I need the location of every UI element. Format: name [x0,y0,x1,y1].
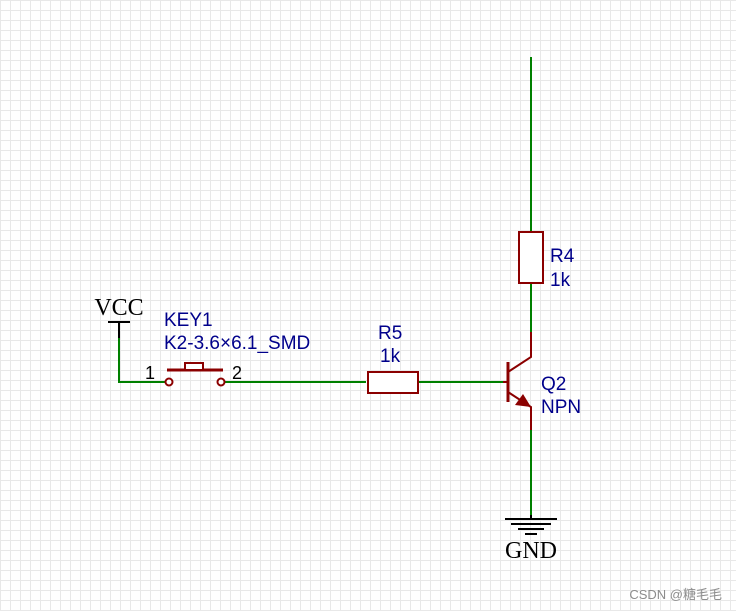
q2-value: NPN [541,397,581,418]
key1-pin2-label: 2 [232,363,242,383]
gnd-label: GND [505,538,557,564]
key1-pin1-label: 1 [145,363,155,383]
key1-designator: KEY1 [164,310,213,331]
r4-resistor[interactable]: R4 1k [518,231,575,291]
key1-value: K2-3.6×6.1_SMD [164,333,310,354]
r5-designator: R5 [378,323,402,344]
gnd-port: GND [505,515,557,564]
wire-vcc-to-key [118,338,165,383]
key1-switch[interactable]: 1 2 KEY1 K2-3.6×6.1_SMD [145,310,310,387]
watermark: CSDN @糖毛毛 [629,587,722,602]
vcc-port: VCC [94,295,144,338]
r5-value: 1k [380,346,401,367]
r4-designator: R4 [550,246,575,267]
r5-resistor[interactable]: R5 1k [367,323,419,394]
r4-value: 1k [550,270,571,291]
wires [118,57,532,515]
q2-designator: Q2 [541,374,566,395]
vcc-label: VCC [94,295,143,321]
q2-transistor[interactable]: Q2 NPN [503,332,581,430]
